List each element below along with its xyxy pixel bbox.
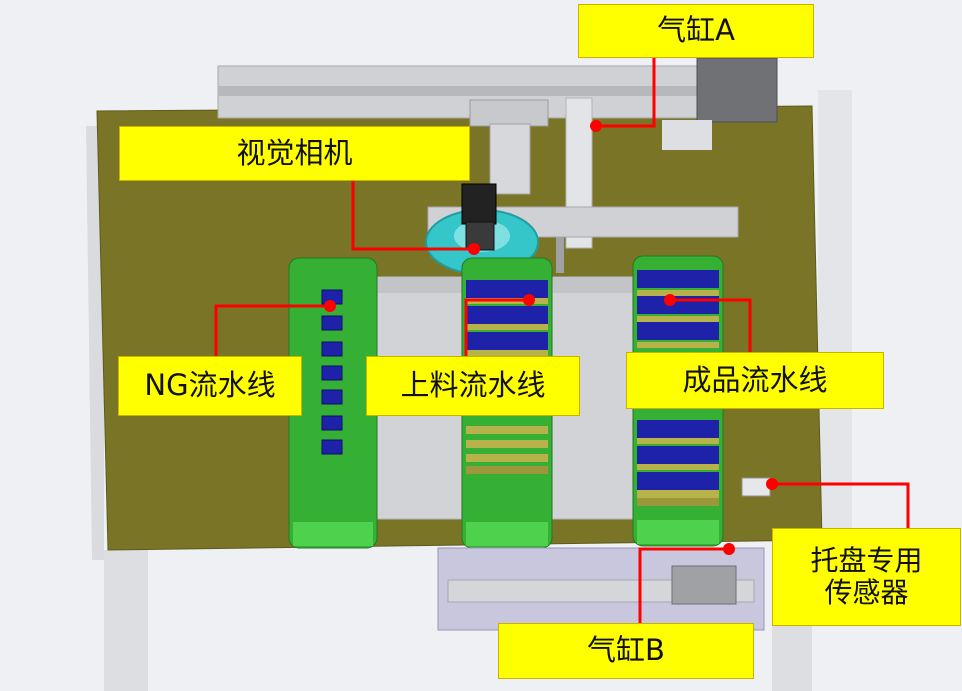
tray-sensor-body [741, 477, 771, 497]
product-conveyor-end [637, 520, 719, 544]
vision-camera-label: 视觉相机 [119, 126, 470, 181]
product-line-label: 成品流水线 [626, 352, 884, 409]
feed-line-label: 上料流水线 [366, 356, 580, 416]
feed-conveyor-end [466, 522, 548, 546]
cylinder-a-body [696, 57, 778, 123]
tray-sensor-label-line2: 传感器 [824, 576, 909, 609]
frame-leg-left [104, 550, 148, 691]
camera-body [461, 183, 497, 225]
leader-lines [214, 58, 910, 623]
tray-sensor-label: 托盘专用 传感器 [772, 528, 961, 626]
product-trays [637, 270, 719, 506]
camera-mount-plate [469, 99, 549, 127]
cylinder-b-body [671, 565, 737, 605]
rail-end-plate [662, 120, 712, 150]
ng-line-label: NG流水线 [118, 356, 302, 416]
feed-trays [466, 280, 548, 474]
frame-leg-back-right [818, 90, 852, 530]
tray-sensor-label-line1: 托盘专用 [810, 543, 923, 577]
camera-mount-column [489, 123, 531, 195]
ng-trays [321, 289, 343, 455]
top-rail-groove [218, 86, 714, 96]
ng-conveyor-end [293, 522, 373, 546]
vertical-slide-rod [556, 215, 564, 273]
cylinder-a-label: 气缸A [578, 4, 814, 58]
leader-dots [324, 120, 778, 555]
frame-side-left [86, 126, 104, 560]
cylinder-b-label: 气缸B [498, 623, 754, 679]
